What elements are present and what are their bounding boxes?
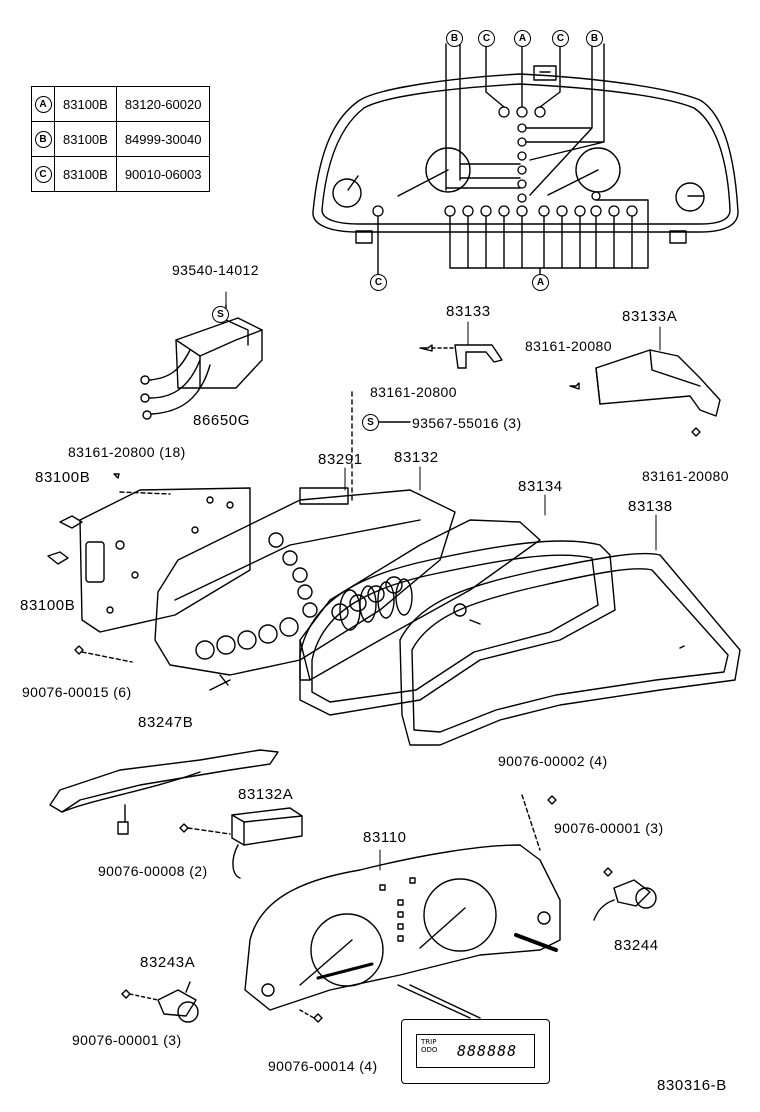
- label-83110: 83110: [363, 829, 407, 846]
- label-83243a: 83243A: [140, 954, 196, 971]
- label-83291: 83291: [318, 451, 363, 468]
- lcd-inset: TRIP ODO 888888: [401, 1019, 550, 1084]
- plate-83132: [299, 519, 541, 681]
- legend-col1: 83100B: [54, 121, 117, 157]
- label-90076-00001-a: 90076-00001 (3): [554, 820, 664, 836]
- label-86650g: 86650G: [193, 412, 250, 429]
- label-83138: 83138: [628, 498, 673, 515]
- label-83161-20080-b: 83161-20080: [525, 338, 612, 354]
- label-83244: 83244: [614, 937, 659, 954]
- label-83132: 83132: [394, 449, 439, 466]
- label-90076-00008: 90076-00008 (2): [98, 863, 208, 879]
- key-b-left: B: [446, 30, 463, 47]
- part-83133-drawing: [419, 344, 503, 369]
- label-83247b: 83247B: [138, 714, 194, 731]
- legend-col2: 90010-06003: [115, 156, 211, 192]
- label-83161-20080-c: 83161-20080: [642, 468, 729, 484]
- legend-col1: 83100B: [54, 156, 117, 192]
- legend-col2: 83120-60020: [115, 86, 211, 122]
- legend-row: A 83100B 83120-60020: [31, 86, 211, 122]
- meter-back-view: [312, 43, 739, 277]
- label-83133: 83133: [446, 303, 491, 320]
- dial-plate-83110: [244, 794, 561, 1023]
- socket-83243a: [121, 981, 199, 1023]
- label-83100b-top: 83100B: [35, 469, 91, 486]
- lcd-odo-label: ODO: [421, 1046, 438, 1054]
- key-a-bottom: A: [532, 274, 549, 291]
- part-86650g-drawing: [140, 304, 263, 420]
- label-93540: 93540-14012: [172, 262, 259, 278]
- legend-col1: 83100B: [54, 86, 117, 122]
- label-93567: 93567-55016 (3): [412, 415, 522, 431]
- label-90076-00014: 90076-00014 (4): [268, 1058, 378, 1074]
- socket-83244: [593, 867, 657, 921]
- key-b-right: B: [586, 30, 603, 47]
- glass-83138: [399, 552, 741, 746]
- s-key-1: S: [212, 306, 229, 323]
- part-83133a-drawing: [569, 349, 721, 437]
- lcd-mode-labels: TRIP ODO: [421, 1038, 437, 1054]
- s-key-2: S: [362, 414, 379, 431]
- legend-table: A 83100B 83120-60020 B 83100B 84999-3004…: [31, 86, 211, 192]
- legend-key-c: C: [34, 166, 52, 183]
- label-83100b-bottom: 83100B: [20, 597, 76, 614]
- label-83161-20800-a: 83161-20800: [370, 384, 457, 400]
- label-83161-18: 83161-20800 (18): [68, 444, 186, 460]
- lcd-display: TRIP ODO 888888: [416, 1034, 535, 1068]
- harness-83247b: [49, 749, 279, 835]
- label-83134: 83134: [518, 478, 563, 495]
- legend-key-b: B: [34, 131, 52, 148]
- label-90076-00001-b: 90076-00001 (3): [72, 1032, 182, 1048]
- leader-lines: [225, 291, 661, 871]
- lcd-digits: 888888: [457, 1042, 518, 1060]
- key-c-left: C: [478, 30, 495, 47]
- diagram-code: 830316-B: [657, 1077, 727, 1094]
- circuit-board-83100b: [47, 473, 251, 663]
- label-83133a: 83133A: [622, 308, 678, 325]
- label-90076-00015: 90076-00015 (6): [22, 684, 132, 700]
- key-c-bottom: C: [370, 274, 387, 291]
- legend-key-a: A: [34, 96, 52, 113]
- key-c-right: C: [552, 30, 569, 47]
- legend-col2: 84999-30040: [115, 121, 211, 157]
- label-83132a: 83132A: [238, 786, 294, 803]
- lcd-trip-label: TRIP: [421, 1038, 437, 1046]
- label-90076-00002: 90076-00002 (4): [498, 753, 608, 769]
- part-83132a-drawing: [179, 807, 303, 879]
- key-a-top: A: [514, 30, 531, 47]
- legend-row: C 83100B 90010-06003: [31, 156, 211, 192]
- legend-row: B 83100B 84999-30040: [31, 121, 211, 157]
- lens-frame-83134: [299, 540, 616, 716]
